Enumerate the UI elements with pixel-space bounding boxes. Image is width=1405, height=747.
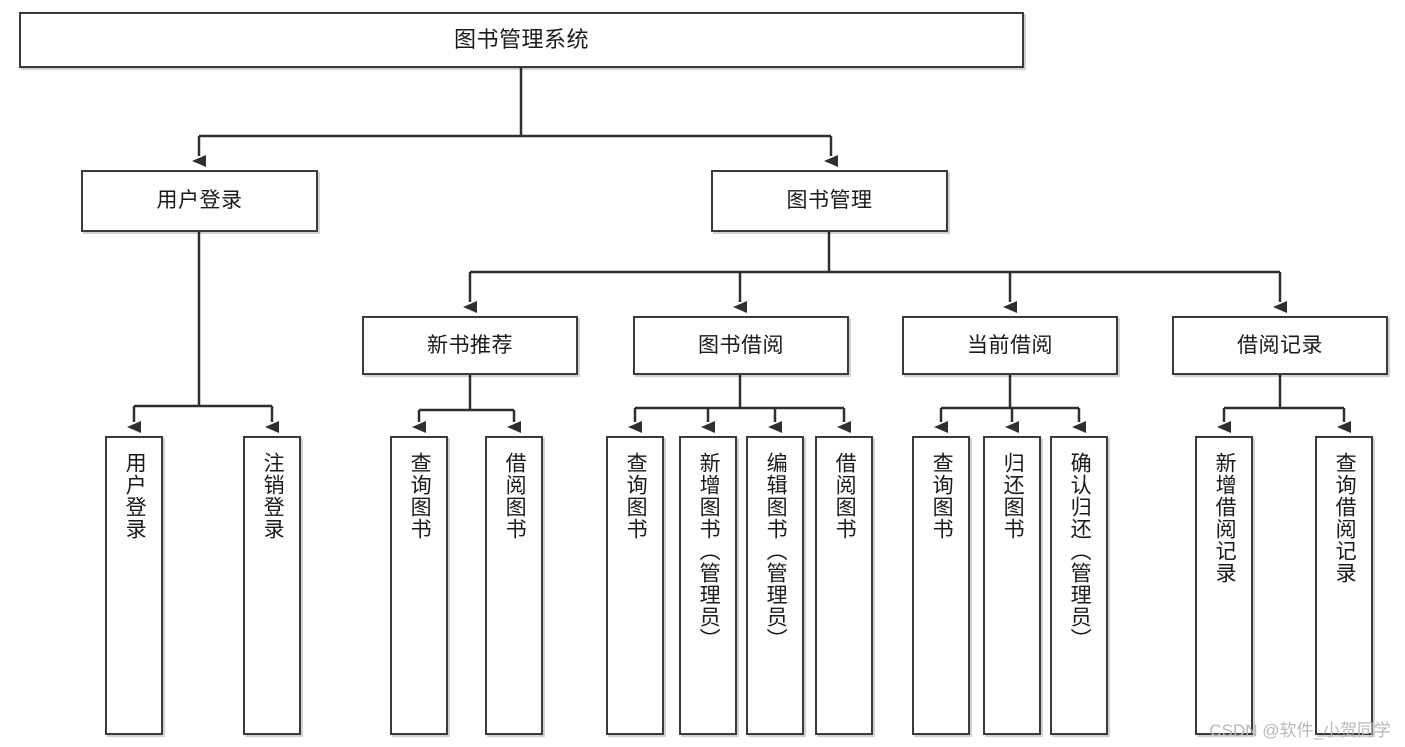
node-label: 查询图书 xyxy=(408,452,432,540)
node-leaf-query-borrow-record[interactable]: 查询借阅记录 xyxy=(1315,436,1373,735)
node-leaf-borrow-book-rec[interactable]: 借阅图书 xyxy=(485,436,543,735)
node-leaf-logout[interactable]: 注销登录 xyxy=(243,436,301,735)
node-leaf-add-book[interactable]: 新增图书（管理员） xyxy=(679,436,737,735)
node-label: 新增图书（管理员） xyxy=(697,452,721,650)
node-user-login[interactable]: 用户登录 xyxy=(81,170,318,232)
node-label: 借阅图书 xyxy=(833,452,857,540)
node-label: 图书借阅 xyxy=(698,333,784,357)
node-label: 用户登录 xyxy=(156,189,243,213)
node-label: 查询图书 xyxy=(930,452,954,540)
node-leaf-user-login[interactable]: 用户登录 xyxy=(105,436,163,735)
node-label: 借阅图书 xyxy=(503,452,527,540)
node-new-book-recommend[interactable]: 新书推荐 xyxy=(362,316,578,375)
csdn-watermark: CSDN @软件_小贺同学 xyxy=(1209,721,1391,740)
node-label: 新增借阅记录 xyxy=(1213,452,1237,584)
node-label: 查询图书 xyxy=(624,452,648,540)
node-book-management[interactable]: 图书管理 xyxy=(711,170,948,232)
node-label: 编辑图书（管理员） xyxy=(764,452,788,650)
node-root-system[interactable]: 图书管理系统 xyxy=(19,12,1024,68)
node-label: 归还图书 xyxy=(1001,452,1025,540)
node-leaf-query-book-borrow[interactable]: 查询图书 xyxy=(606,436,664,735)
node-label: 图书管理系统 xyxy=(453,26,589,52)
node-borrow-record[interactable]: 借阅记录 xyxy=(1172,316,1388,375)
node-leaf-edit-book[interactable]: 编辑图书（管理员） xyxy=(746,436,804,735)
node-leaf-borrow-book[interactable]: 借阅图书 xyxy=(815,436,873,735)
node-leaf-query-book-current[interactable]: 查询图书 xyxy=(912,436,970,735)
node-leaf-return-book[interactable]: 归还图书 xyxy=(983,436,1041,735)
node-label: 注销登录 xyxy=(261,452,285,540)
node-label: 确认归还（管理员） xyxy=(1068,452,1092,650)
node-label: 用户登录 xyxy=(123,452,147,540)
node-book-borrow[interactable]: 图书借阅 xyxy=(633,316,849,375)
node-label: 当前借阅 xyxy=(967,333,1053,357)
node-label: 查询借阅记录 xyxy=(1333,452,1357,584)
node-label: 新书推荐 xyxy=(427,333,513,357)
node-leaf-query-book-rec[interactable]: 查询图书 xyxy=(390,436,448,735)
node-label: 借阅记录 xyxy=(1237,333,1323,357)
node-label: 图书管理 xyxy=(786,189,873,213)
node-leaf-confirm-return[interactable]: 确认归还（管理员） xyxy=(1050,436,1108,735)
node-leaf-add-borrow-record[interactable]: 新增借阅记录 xyxy=(1195,436,1253,735)
node-current-borrow[interactable]: 当前借阅 xyxy=(902,316,1118,375)
